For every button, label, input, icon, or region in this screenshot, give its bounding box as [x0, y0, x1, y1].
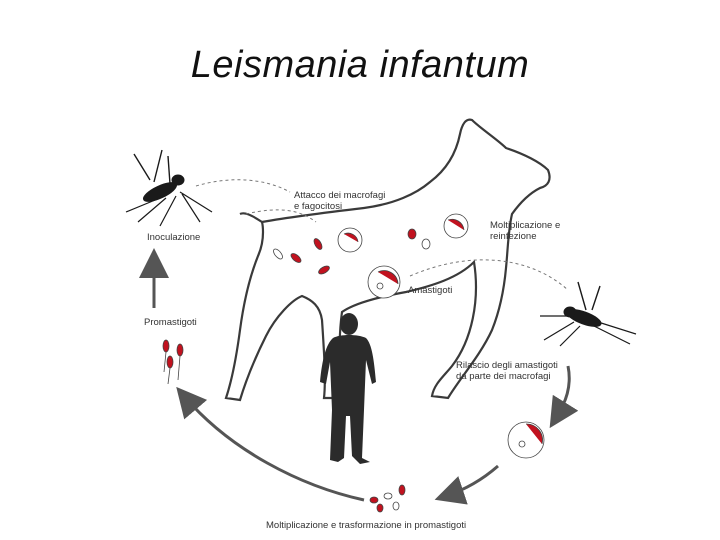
- label-promastigoti: Promastigoti: [144, 317, 197, 328]
- arrow-bottom-left: [446, 466, 498, 496]
- label-inoculazione: Inoculazione: [147, 232, 200, 243]
- macrophage-right: [508, 422, 544, 458]
- label-rilascio: Rilascio degli amastigoti da parte dei m…: [456, 360, 558, 382]
- dog-tail: [240, 213, 262, 222]
- label-amastigoti: Amastigoti: [408, 285, 452, 296]
- human-silhouette: [320, 313, 376, 464]
- arrow-right-down: [556, 366, 569, 418]
- promastigotes-left: [163, 340, 183, 384]
- sandfly-left: [126, 150, 212, 226]
- promastigotes-bottom: [370, 485, 405, 512]
- sandfly-right: [540, 282, 636, 346]
- label-trasformazione: Moltiplicazione e trasformazione in prom…: [266, 520, 466, 531]
- label-attacco: Attacco dei macrofagi e fagocitosi: [294, 190, 385, 212]
- amastigote-cell: [368, 266, 400, 298]
- dashed-connector-left: [196, 180, 290, 192]
- label-moltiplicazione-reinfezione: Moltiplicazione e reinfezione: [490, 220, 560, 242]
- dog-outline: [226, 120, 550, 400]
